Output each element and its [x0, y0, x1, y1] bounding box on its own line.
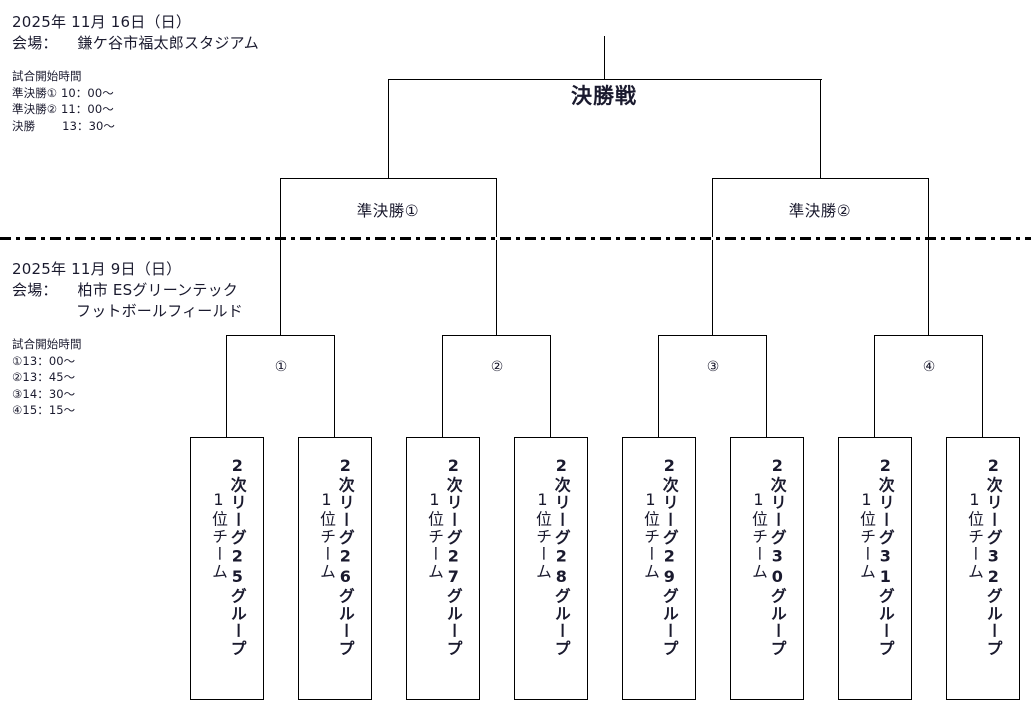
quarter-day-venue: 会場： 柏市 ESグリーンテック	[12, 280, 243, 301]
quarterfinal-4-leg-right	[982, 335, 983, 437]
quarterfinal-2-connector	[442, 335, 551, 336]
day-divider	[0, 237, 1031, 240]
final-day-schedule-item-3: 決勝 13：30～	[12, 118, 116, 133]
final-day-venue-name: 鎌ケ谷市福太郎スタジアム	[77, 34, 259, 52]
final-day-schedule-heading: 試合開始時間	[12, 69, 82, 83]
team-6-rank: 1位チーム	[749, 490, 768, 581]
semifinal-1-connector	[280, 178, 497, 179]
semifinal-1-label: 準決勝①	[356, 202, 420, 220]
semifinal-1-leg-right	[496, 178, 497, 336]
team-7-group: 2次リーグ31グループ	[875, 456, 895, 658]
team-4-rank: 1位チーム	[533, 490, 552, 581]
team-5-rank: 1位チーム	[641, 490, 660, 581]
team-box-7: 2次リーグ31グループ 1位チーム	[838, 437, 912, 700]
team-7-rank: 1位チーム	[857, 490, 876, 581]
team-2-group: 2次リーグ26グループ	[335, 456, 355, 658]
team-box-1: 2次リーグ25グループ 1位チーム	[190, 437, 264, 700]
final-leg-right	[820, 79, 821, 178]
team-3-rank: 1位チーム	[425, 490, 444, 581]
semifinal-1-leg-left	[280, 178, 281, 336]
quarterfinal-1-label: ①	[274, 359, 288, 375]
team-box-4: 2次リーグ28グループ 1位チーム	[514, 437, 588, 700]
quarterfinal-1-connector	[226, 335, 335, 336]
semifinal-2-connector	[712, 178, 929, 179]
team-3-group: 2次リーグ27グループ	[443, 456, 463, 658]
team-1-group: 2次リーグ25グループ	[227, 456, 247, 658]
quarterfinal-2-leg-left	[442, 335, 443, 437]
quarterfinal-4-label: ④	[922, 359, 936, 375]
quarterfinal-1-leg-right	[334, 335, 335, 437]
quarterfinal-2-label: ②	[490, 359, 504, 375]
semifinal-2-label: 準決勝②	[788, 202, 852, 220]
quarterfinal-3-connector	[658, 335, 767, 336]
final-day-schedule-item-2: 準決勝② 11：00～	[12, 102, 114, 116]
quarterfinal-3-leg-left	[658, 335, 659, 437]
final-day-schedule-item-1: 準決勝① 10：00～	[12, 85, 114, 100]
quarter-day-schedule-item-1: ①13：00～	[12, 353, 76, 368]
team-1-rank: 1位チーム	[209, 490, 228, 581]
quarter-day-date: 2025年 11月 9日（日）	[12, 260, 182, 278]
team-box-8: 2次リーグ32グループ 1位チーム	[946, 437, 1020, 700]
final-connector	[388, 79, 822, 80]
final-day-venue-label: 会場：	[12, 34, 58, 52]
final-leg-left	[388, 79, 389, 178]
quarter-day-info: 2025年 11月 9日（日） 会場： 柏市 ESグリーンテック フットボールフ…	[12, 259, 243, 419]
team-8-rank: 1位チーム	[965, 490, 984, 581]
team-box-6: 2次リーグ30グループ 1位チーム	[730, 437, 804, 700]
final-label: 決勝戦	[571, 84, 637, 108]
quarter-day-schedule-item-2: ②13：45～	[12, 370, 76, 384]
quarter-day-schedule-item-3: ③14：30～	[12, 386, 76, 401]
team-2-rank: 1位チーム	[317, 490, 336, 581]
quarter-day-venue-label: 会場：	[12, 281, 58, 299]
team-8-group: 2次リーグ32グループ	[983, 456, 1003, 658]
final-day-venue: 会場： 鎌ケ谷市福太郎スタジアム	[12, 33, 259, 54]
quarter-day-venue-name-line1: 柏市 ESグリーンテック	[77, 281, 238, 299]
quarter-day-schedule-heading: 試合開始時間	[12, 337, 82, 351]
semifinal-2-leg-left	[712, 178, 713, 336]
team-box-5: 2次リーグ29グループ 1位チーム	[622, 437, 696, 700]
quarterfinal-3-label: ③	[706, 359, 720, 375]
quarterfinal-4-leg-left	[874, 335, 875, 437]
quarterfinal-4-connector	[874, 335, 983, 336]
final-day-info: 2025年 11月 16日（日） 会場： 鎌ケ谷市福太郎スタジアム 試合開始時間…	[12, 12, 259, 134]
quarterfinal-2-leg-right	[550, 335, 551, 437]
quarterfinal-3-leg-right	[766, 335, 767, 437]
team-6-group: 2次リーグ30グループ	[767, 456, 787, 658]
team-box-3: 2次リーグ27グループ 1位チーム	[406, 437, 480, 700]
quarterfinal-1-leg-left	[226, 335, 227, 437]
semifinal-2-leg-right	[928, 178, 929, 336]
team-4-group: 2次リーグ28グループ	[551, 456, 571, 658]
quarter-day-schedule-item-4: ④15：15～	[12, 403, 76, 417]
champion-stem	[604, 36, 605, 80]
final-day-date: 2025年 11月 16日（日）	[12, 13, 192, 31]
team-5-group: 2次リーグ29グループ	[659, 456, 679, 658]
quarter-day-venue-name-line2: フットボールフィールド	[76, 302, 243, 320]
team-box-2: 2次リーグ26グループ 1位チーム	[298, 437, 372, 700]
